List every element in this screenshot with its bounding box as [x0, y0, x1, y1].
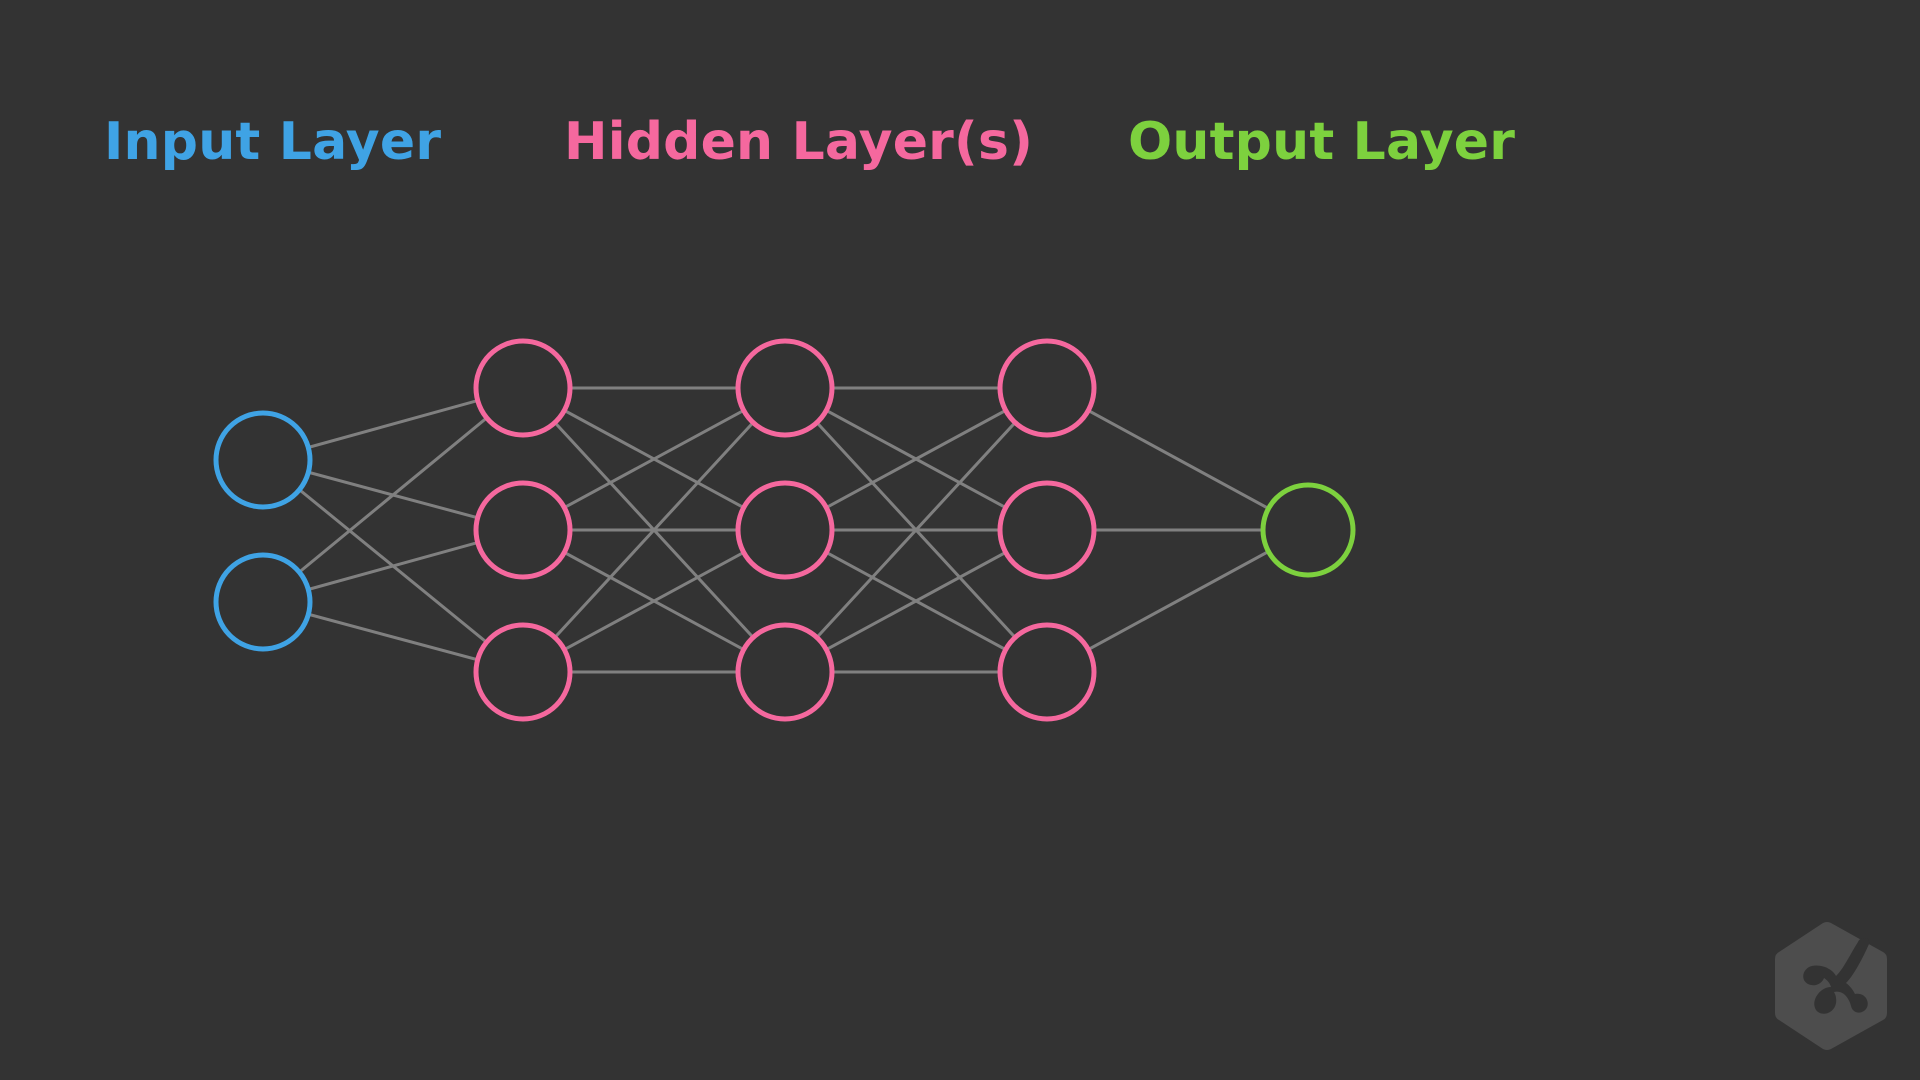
connection-edge [783, 386, 1049, 674]
neuron-node-o1 [1260, 482, 1356, 578]
connection-edge [783, 528, 1049, 674]
connection-edge [1045, 528, 1310, 674]
neuron-node-h2b [735, 480, 835, 580]
neuron-node-h3a [997, 338, 1097, 438]
neuron-node-h1a [473, 338, 573, 438]
input-layer-label: Input Layer [104, 112, 442, 172]
neuron-nodes [213, 338, 1356, 722]
output-layer-label: Output Layer [1128, 112, 1516, 172]
neuron-node-h3b [997, 480, 1097, 580]
connection-edge [783, 386, 1049, 532]
neuron-node-h3c [997, 622, 1097, 722]
neuron-node-h1b [473, 480, 573, 580]
neuron-glyph [1803, 938, 1870, 1014]
connection-edge [261, 386, 525, 604]
neuron-node-i2 [213, 552, 313, 652]
connection-edge [521, 386, 787, 532]
connection-edge [521, 528, 787, 674]
connection-edge [1045, 386, 1310, 532]
connection-edge [521, 386, 787, 674]
neuron-node-i1 [213, 410, 313, 510]
treehouse-logo-watermark [1775, 922, 1887, 1050]
hidden-layer-label: Hidden Layer(s) [564, 112, 1034, 172]
neuron-node-h1c [473, 622, 573, 722]
neuron-node-h2a [735, 338, 835, 438]
neuron-node-h2c [735, 622, 835, 722]
